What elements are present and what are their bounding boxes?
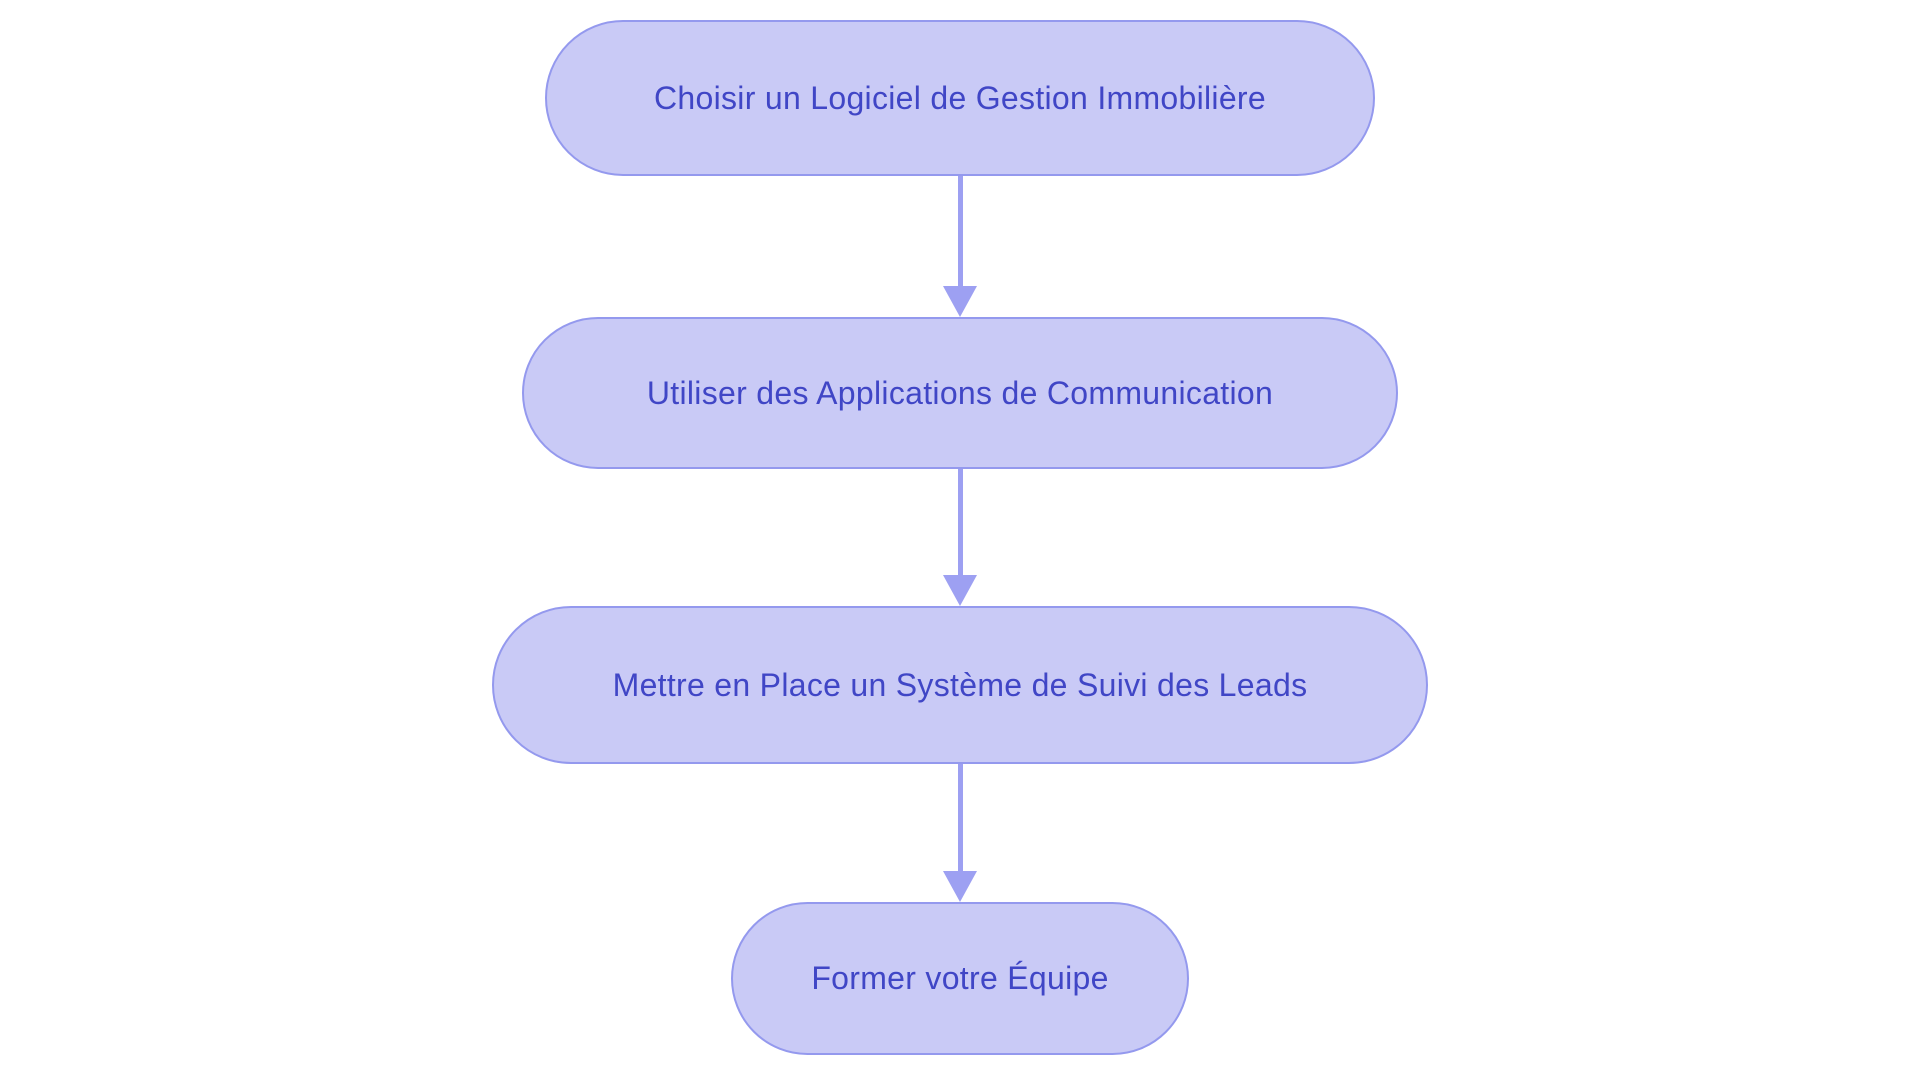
arrow-stem bbox=[957, 764, 963, 873]
arrow-head-icon bbox=[943, 871, 977, 902]
flow-node-applications-communication: Utiliser des Applications de Communicati… bbox=[522, 317, 1398, 469]
flow-node-systeme-suivi-leads: Mettre en Place un Système de Suivi des … bbox=[492, 606, 1428, 764]
flow-node-label: Former votre Équipe bbox=[811, 960, 1109, 996]
arrow-head-icon bbox=[943, 286, 977, 317]
flow-node-label: Utiliser des Applications de Communicati… bbox=[646, 374, 1274, 411]
arrow-stem bbox=[957, 469, 963, 577]
arrow-stem bbox=[957, 176, 963, 288]
flow-node-label: Mettre en Place un Système de Suivi des … bbox=[612, 666, 1308, 703]
flow-node-former-equipe: Former votre Équipe bbox=[731, 902, 1189, 1055]
flow-node-label: Choisir un Logiciel de Gestion Immobiliè… bbox=[654, 79, 1266, 116]
arrow-head-icon bbox=[943, 575, 977, 606]
flow-node-choisir-logiciel: Choisir un Logiciel de Gestion Immobiliè… bbox=[545, 20, 1375, 176]
